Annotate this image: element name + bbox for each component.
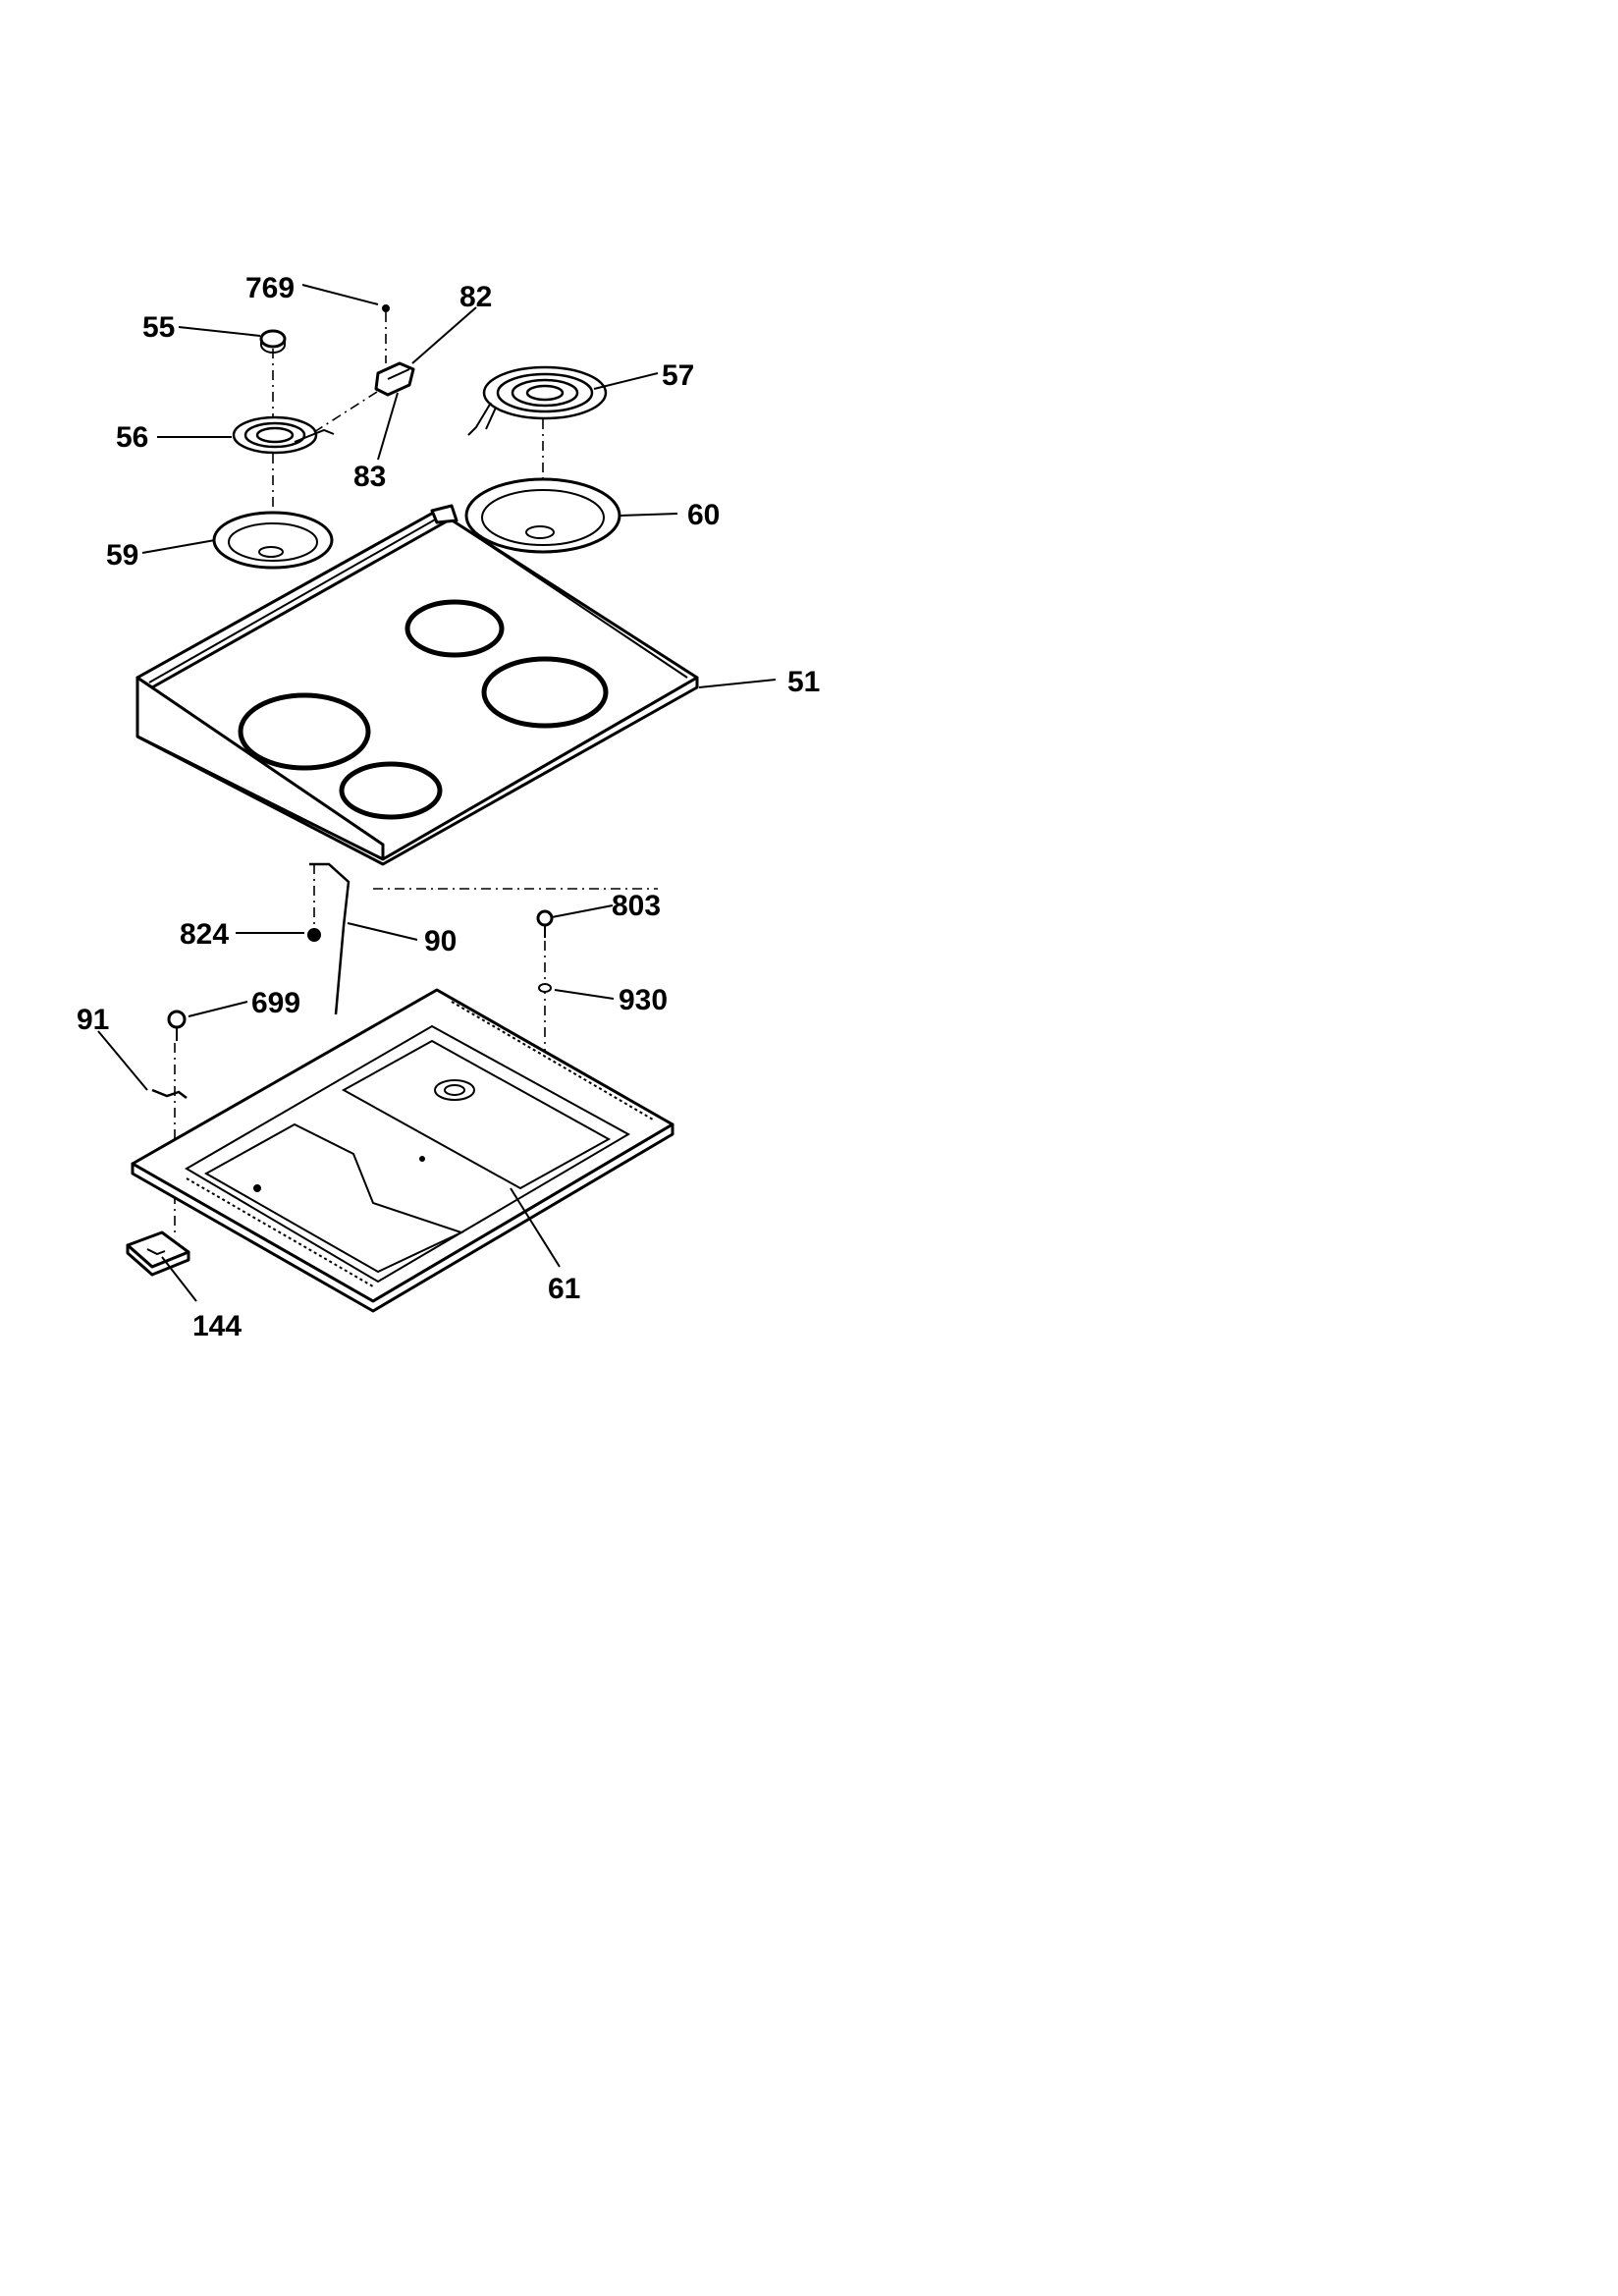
part-60-large-drip-pan [464,477,621,554]
part-824-screw [307,928,321,942]
label-144: 144 [192,1310,242,1342]
part-769-screw [382,304,390,312]
leader-lines [97,284,777,1302]
label-824: 824 [180,918,229,951]
part-803-screw [536,909,554,938]
label-56: 56 [116,421,148,454]
axis-56-terminal [313,384,389,433]
part-144-bracket [126,1230,190,1277]
part-61-main-top [131,988,674,1313]
label-83: 83 [353,461,386,493]
label-91: 91 [77,1004,109,1036]
label-55: 55 [142,311,175,344]
part-90-wire [309,862,351,1015]
label-699: 699 [251,987,300,1019]
label-57: 57 [662,359,694,392]
part-930-washer [538,983,552,993]
part-56-small-burner [232,415,335,455]
part-91-clip [151,1088,188,1099]
label-60: 60 [687,499,720,531]
part-699-screw [167,1010,187,1041]
label-930: 930 [619,984,668,1016]
part-59-small-drip-pan [212,511,334,570]
label-90: 90 [424,925,457,957]
part-51-cooktop [135,504,699,866]
label-61: 61 [548,1273,580,1305]
part-55-cap [259,329,287,354]
label-803: 803 [612,890,661,922]
label-769: 769 [245,272,295,304]
part-82-terminal-block [374,361,415,397]
part-57-large-burner [467,365,608,436]
label-82: 82 [459,281,492,313]
label-51: 51 [787,666,820,698]
label-59: 59 [106,539,138,572]
